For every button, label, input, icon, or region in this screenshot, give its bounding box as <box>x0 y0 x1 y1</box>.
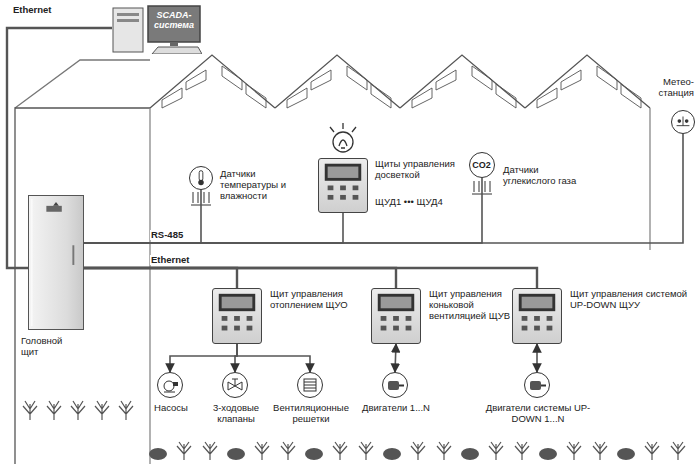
connector <box>536 344 538 372</box>
plant-row <box>23 401 685 460</box>
connector <box>237 344 310 372</box>
connector <box>84 268 396 288</box>
connector <box>84 268 537 288</box>
co2-sensor: CO2Датчики углекислого газа <box>469 152 495 178</box>
node-label: Датчики температуры и влажности <box>220 169 290 202</box>
node-icon <box>525 373 549 397</box>
node-label: CO2 <box>470 160 493 170</box>
node-sublabel: Датчики углекислого газа <box>503 165 591 187</box>
node-icon <box>223 373 247 397</box>
greenhouse-wall <box>649 108 650 250</box>
connector <box>84 134 683 243</box>
node-label: Щит управления коньковой вентиляцией ЩУВ <box>429 289 517 322</box>
main-cabinet: Головной щит <box>28 195 84 330</box>
updown-panel: Щит управления системой UP-DOWN ЩУУ <box>512 288 562 344</box>
node-label: Метео-станция <box>642 77 694 99</box>
node-label: Двигатели системы UP-DOWN 1...N <box>473 403 603 425</box>
node-icon <box>319 159 367 212</box>
node-label: 3-ходовые клапаны <box>210 403 262 425</box>
connector <box>170 344 237 372</box>
node-icon <box>213 289 261 343</box>
node-icon <box>372 289 420 343</box>
node-label: Насосы <box>141 403 201 414</box>
connector <box>84 268 237 288</box>
connector <box>395 344 396 372</box>
network-label: Ethernet <box>12 5 53 15</box>
node-label: Головной щит <box>21 336 77 358</box>
vent-grille: Вентиляционные решетки <box>297 372 323 398</box>
greenhouse-wall <box>149 108 150 464</box>
node-label: Двигатели 1...N <box>361 403 431 414</box>
node-sublabel: ЩУД1 ••• ЩУД4 <box>375 197 463 208</box>
updown-motor: Двигатели системы UP-DOWN 1...N <box>524 372 550 398</box>
ventilation-panel: Щит управления коньковой вентиляцией ЩУВ <box>371 288 421 344</box>
node-icon <box>29 196 83 329</box>
valve: 3-ходовые клапаны <box>222 372 248 398</box>
network-label: Ethernet <box>150 255 191 265</box>
node-icon <box>158 373 182 397</box>
connector <box>84 213 343 243</box>
scada-computer: SCADA-система <box>112 2 202 54</box>
node-label: Щит управления отоплением ЩУО <box>270 289 362 311</box>
heating-panel: Щит управления отоплением ЩУО <box>212 288 262 344</box>
bus-label: RS-485 <box>150 230 184 240</box>
node-icon <box>190 167 212 189</box>
node-label: Щиты управления досветкой <box>375 159 463 181</box>
weather-station: Метео-станция <box>671 110 695 134</box>
node-icon <box>383 373 407 397</box>
motor: Двигатели 1...N <box>382 372 408 398</box>
lamp-icon <box>330 123 356 152</box>
lighting-panel: Щиты управления досветкойЩУД1 ••• ЩУД4 <box>318 158 368 213</box>
temp-sensor: Датчики температуры и влажности <box>189 166 213 190</box>
node-icon <box>513 289 561 343</box>
node-icon <box>298 373 322 397</box>
greenhouse-wall <box>15 108 150 464</box>
node-label: Щит управления системой UP-DOWN ЩУУ <box>570 289 690 311</box>
pump: Насосы <box>157 372 183 398</box>
connector <box>84 190 201 243</box>
node-label: SCADA-система <box>150 10 198 31</box>
node-icon <box>672 111 694 133</box>
node-label: Вентиляционные решетки <box>271 403 351 425</box>
